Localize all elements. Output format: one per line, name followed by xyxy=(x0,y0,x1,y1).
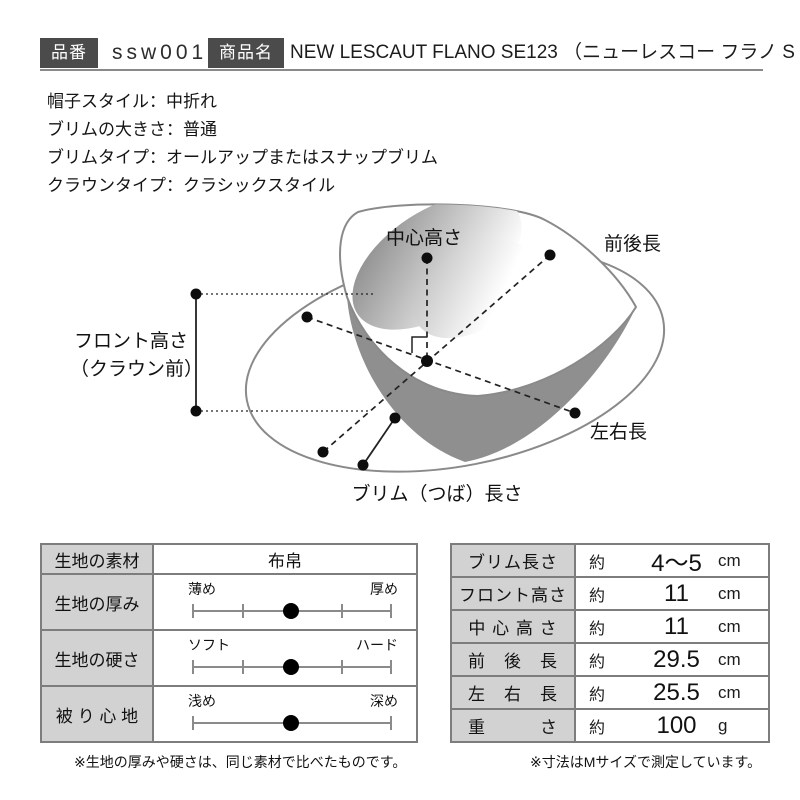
approx-prefix: 約 xyxy=(589,587,606,605)
thickness-slider: 薄め 厚め xyxy=(154,575,416,629)
slider-dot xyxy=(283,659,299,675)
approx-prefix: 約 xyxy=(589,686,606,704)
row-label: 生地の厚み xyxy=(42,575,154,629)
table-row: 生地の硬さ ソフト ハード xyxy=(42,629,416,685)
spec-hat-style: 帽子スタイル：中折れ xyxy=(47,92,217,111)
size-unit: cm xyxy=(718,583,741,603)
slider-min-label: ソフト xyxy=(188,637,230,653)
row-label: ブリム長さ xyxy=(452,545,576,576)
row-label: フロント高さ xyxy=(452,578,576,609)
measurement-lines xyxy=(195,254,576,466)
label-front-height-2: （クラウン前） xyxy=(70,358,203,380)
crown-dent-inner xyxy=(414,239,534,339)
size-unit: cm xyxy=(718,682,741,702)
size-unit: cm xyxy=(718,616,741,636)
size-value: 11 xyxy=(664,579,689,607)
product-name: NEW LESCAUT FLANO SE123 （ニューレスコー フラノ S xyxy=(290,42,795,63)
slider-min-label: 浅め xyxy=(188,693,216,709)
slider-dot xyxy=(283,715,299,731)
fabric-table-note: ※生地の厚みや硬さは、同じ素材で比べたものです。 xyxy=(74,754,407,770)
size-value: 25.5 xyxy=(653,678,700,706)
table-row: 生地の厚み 薄め 厚め xyxy=(42,573,416,629)
size-value: 100 xyxy=(656,711,697,739)
label-front-back-length: 前後長 xyxy=(604,233,661,255)
hat-band xyxy=(347,297,636,462)
table-row: フロント高さ 約 11 cm xyxy=(452,576,768,609)
label-center-height: 中心高さ xyxy=(386,227,462,249)
item-number-value: ssw001 xyxy=(112,41,208,64)
label-left-right-length: 左右長 xyxy=(590,421,647,443)
slider-dot xyxy=(283,603,299,619)
size-unit: cm xyxy=(718,649,741,669)
fabric-material-value: 布帛 xyxy=(268,551,302,571)
slider-min-label: 薄め xyxy=(188,581,216,597)
table-row: 中 心 高 さ 約 11 cm xyxy=(452,609,768,642)
product-name-badge: 商品名 xyxy=(208,38,284,68)
row-label: 生地の素材 xyxy=(42,545,154,573)
approx-prefix: 約 xyxy=(589,653,606,671)
size-unit: g xyxy=(718,715,728,735)
spec-lines: 帽子スタイル：中折れ ブリムの大きさ：普通 ブリムタイプ：オールアップまたはスナ… xyxy=(47,88,438,200)
table-row: 前 後 長 約 29.5 cm xyxy=(452,642,768,675)
slider-track xyxy=(192,659,392,675)
row-label: 前 後 長 xyxy=(452,644,576,675)
row-label: 重 さ xyxy=(452,710,576,741)
table-row: 重 さ 約 100 g xyxy=(452,708,768,741)
slider-max-label: 深め xyxy=(370,693,398,709)
slider-track xyxy=(192,603,392,619)
slider-max-label: ハード xyxy=(356,637,398,653)
row-label: 左 右 長 xyxy=(452,677,576,708)
row-label: 被 り 心 地 xyxy=(42,687,154,741)
hat-measurement-diagram: 中心高さ 前後長 フロント高さ （クラウン前） 左右長 ブリム（つば）長さ xyxy=(70,203,666,505)
row-label: 生地の硬さ xyxy=(42,631,154,685)
row-label: 中 心 高 さ xyxy=(452,611,576,642)
approx-prefix: 約 xyxy=(589,620,606,638)
right-angle-marker xyxy=(411,336,427,353)
approx-prefix: 約 xyxy=(589,554,606,572)
slider-track xyxy=(192,715,392,731)
table-row: 生地の素材 布帛 xyxy=(42,545,416,573)
label-brim-length: ブリム（つば）長さ xyxy=(351,482,522,505)
spec-brim-type: ブリムタイプ：オールアップまたはスナップブリム xyxy=(47,148,438,167)
crown-dent-outer xyxy=(352,204,522,330)
label-front-height-1: フロント高さ xyxy=(74,330,188,352)
spec-brim-size: ブリムの大きさ：普通 xyxy=(47,120,217,139)
hardness-slider: ソフト ハード xyxy=(154,631,416,685)
table-row: 被 り 心 地 浅め 深め xyxy=(42,685,416,741)
table-row: ブリム長さ 約 4〜5 cm xyxy=(452,545,768,577)
item-number-badge: 品番 xyxy=(40,38,98,68)
size-value: 4〜5 xyxy=(651,550,702,577)
size-table: ブリム長さ 約 4〜5 cm フロント高さ 約 11 cm 中 心 高 さ 約 … xyxy=(450,543,770,743)
fit-depth-slider: 浅め 深め xyxy=(154,687,416,741)
approx-prefix: 約 xyxy=(589,719,606,737)
spec-crown-type: クラウンタイプ：クラシックスタイル xyxy=(47,176,336,195)
size-unit: cm xyxy=(718,550,741,570)
size-table-note: ※寸法はMサイズで測定しています。 xyxy=(530,754,762,770)
header-bar: 品番 ssw001 商品名 NEW LESCAUT FLANO SE123 （ニ… xyxy=(40,38,795,71)
measurement-dots xyxy=(190,249,581,471)
size-value: 11 xyxy=(664,612,689,640)
table-row: 左 右 長 約 25.5 cm xyxy=(452,675,768,708)
size-value: 29.5 xyxy=(653,645,700,673)
fabric-table: 生地の素材 布帛 生地の厚み 薄め 厚め 生地の硬さ ソフト ハード xyxy=(40,543,418,743)
slider-max-label: 厚め xyxy=(370,581,398,597)
